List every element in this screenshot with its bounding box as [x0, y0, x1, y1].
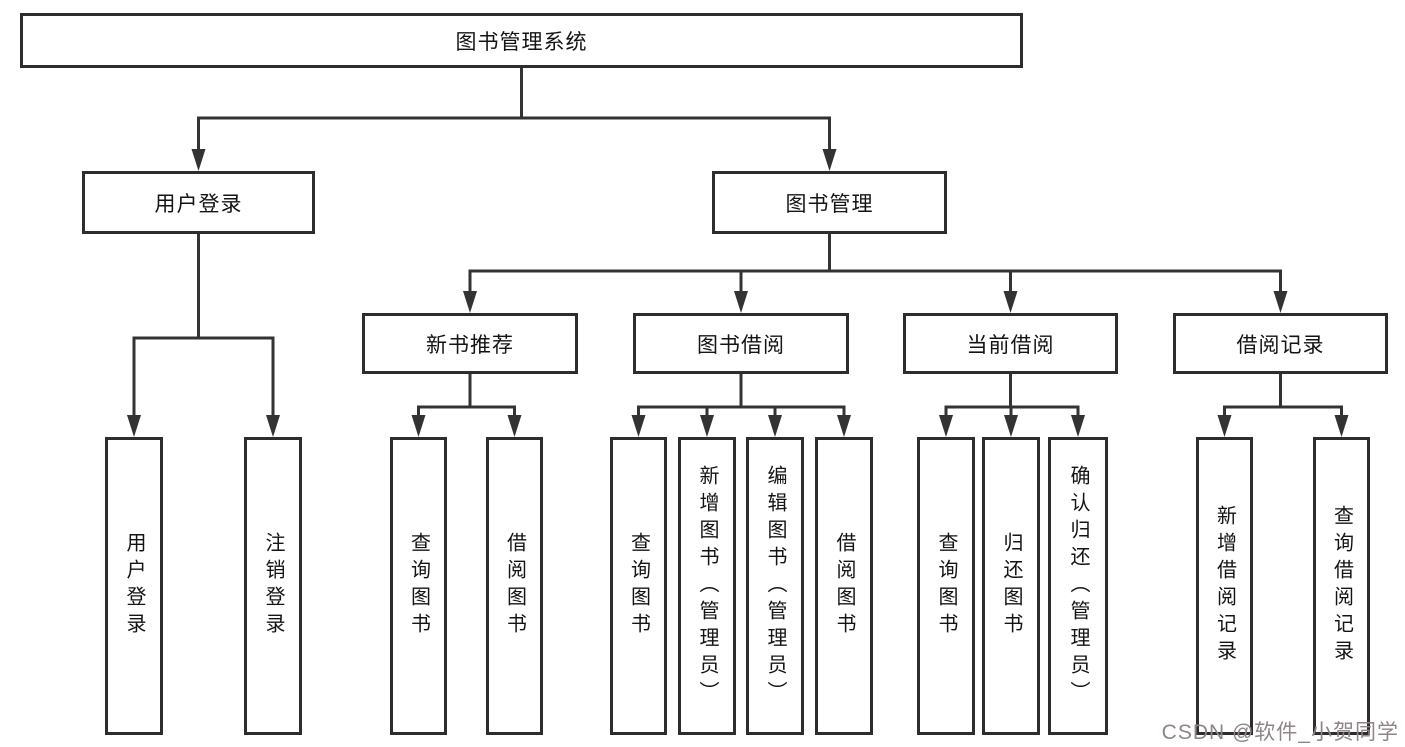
connector-current-borrow-subtree	[944, 372, 1080, 420]
arrow-icon	[1004, 415, 1018, 437]
node-book-borrow: 图书借阅	[633, 313, 849, 374]
leaf-logout: 注销登录	[244, 437, 302, 735]
arrow-icon	[1217, 415, 1232, 437]
leaf-confirm-return-admin: 确认归还（管理员）	[1048, 437, 1108, 735]
arrow-icon	[700, 415, 714, 437]
arrow-icon	[734, 291, 748, 313]
arrow-icon	[1003, 291, 1018, 313]
connector-root-to-level2	[197, 66, 831, 154]
arrow-icon	[837, 415, 851, 437]
arrow-icon	[411, 415, 426, 437]
node-user-login: 用户登录	[82, 171, 315, 234]
leaf-query-borrow-record: 查询借阅记录	[1313, 437, 1370, 735]
arrow-icon	[939, 415, 953, 437]
arrow-icon	[822, 149, 837, 171]
node-current-borrow: 当前借阅	[903, 313, 1118, 374]
arrow-icon	[507, 415, 522, 437]
node-new-book-recommend: 新书推荐	[362, 313, 578, 374]
leaf-borrow-books-1: 借阅图书	[486, 437, 543, 735]
connector-borrow-records-subtree	[1223, 372, 1343, 420]
connector-book-borrow-subtree	[637, 372, 846, 420]
arrow-icon	[1071, 415, 1085, 437]
arrow-icon	[1334, 415, 1349, 437]
node-borrow-records: 借阅记录	[1173, 313, 1388, 374]
leaf-return-book: 归还图书	[982, 437, 1040, 735]
leaf-borrow-books-2: 借阅图书	[815, 437, 873, 735]
connector-user-login-subtree	[132, 232, 275, 420]
arrow-heads	[127, 149, 1349, 437]
arrow-icon	[1273, 291, 1288, 313]
arrow-icon	[191, 149, 206, 171]
connector-new-book-subtree	[417, 372, 516, 420]
csdn-watermark: CSDN @软件_小贺同学	[1161, 721, 1399, 744]
leaf-add-borrow-record: 新增借阅记录	[1196, 437, 1253, 735]
leaf-query-books-2: 查询图书	[610, 437, 667, 735]
arrow-icon	[266, 415, 280, 437]
arrow-icon	[631, 415, 646, 437]
leaf-user-login: 用户登录	[105, 437, 163, 735]
arrow-icon	[127, 415, 141, 437]
leaf-add-book-admin: 新增图书（管理员）	[678, 437, 736, 735]
leaf-query-books-3: 查询图书	[917, 437, 975, 735]
node-root-system: 图书管理系统	[20, 13, 1023, 68]
node-book-management: 图书管理	[712, 171, 947, 234]
arrow-icon	[768, 415, 782, 437]
leaf-query-books-1: 查询图书	[390, 437, 447, 735]
connector-book-management-subtree	[468, 232, 1282, 296]
arrow-icon	[463, 291, 477, 313]
leaf-edit-book-admin: 编辑图书（管理员）	[746, 437, 804, 735]
